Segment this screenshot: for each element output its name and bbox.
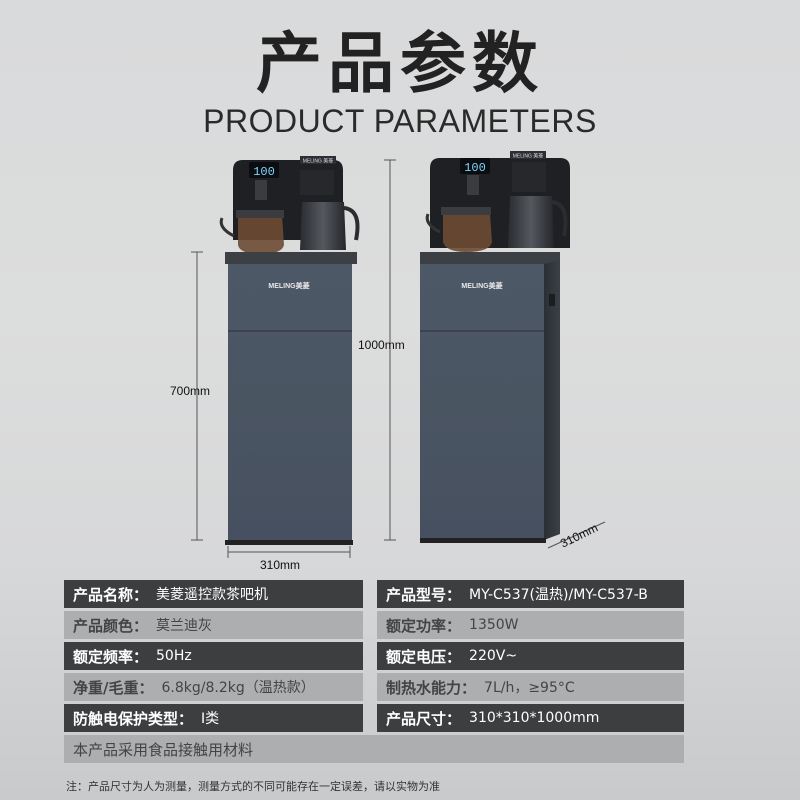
body-logo-right: MELING美菱 xyxy=(461,281,502,290)
spec-cell: 额定功率： 1350W xyxy=(377,611,684,639)
spec-label: 产品颜色： xyxy=(73,616,149,635)
spec-value: 50Hz xyxy=(156,648,192,664)
spec-label: 产品名称： xyxy=(73,585,149,604)
machine-right: 100 MELING 美菱 MELING美菱 xyxy=(420,151,570,543)
spec-cell: 产品名称： 美菱遥控款茶吧机 xyxy=(64,580,364,608)
spec-cell: 产品型号： MY-C537(温热)/MY-C537-B xyxy=(377,580,684,608)
spec-cell: 净重/毛重： 6.8kg/8.2kg（温热款） xyxy=(64,673,364,701)
spec-row: 产品颜色： 莫兰迪灰 额定功率： 1350W xyxy=(64,611,684,639)
spec-row-material: 本产品采用食品接触用材料 xyxy=(64,735,684,763)
spec-value: 7L/h，≥95°C xyxy=(484,680,575,696)
page-title-cn: 产品参数 xyxy=(256,25,544,102)
spec-value: 6.8kg/8.2kg（温热款） xyxy=(161,680,315,696)
material-note: 本产品采用食品接触用材料 xyxy=(73,740,254,759)
machine-left: 100 MELING 美菱 MELING美菱 xyxy=(219,156,360,545)
product-illustration: 100 MELING 美菱 MELING美菱 xyxy=(0,150,800,572)
spec-label: 额定功率： xyxy=(386,616,462,635)
spec-row: 额定频率： 50Hz 额定电压： 220V~ xyxy=(64,642,684,670)
spec-cell: 产品尺寸： 310*310*1000mm xyxy=(377,704,684,732)
spec-row: 防触电保护类型： I类 产品尺寸： 310*310*1000mm xyxy=(64,704,684,732)
dimension-lines-right xyxy=(384,159,606,549)
spec-label: 产品型号： xyxy=(386,585,462,604)
spec-cell: 防触电保护类型： I类 xyxy=(64,704,364,732)
spec-value: 310*310*1000mm xyxy=(469,710,600,726)
spec-cell: 本产品采用食品接触用材料 xyxy=(64,735,684,763)
spec-cell: 制热水能力： 7L/h，≥95°C xyxy=(377,673,684,701)
svg-text:MELING 美菱: MELING 美菱 xyxy=(303,158,334,165)
spec-label: 额定频率： xyxy=(73,647,149,666)
display-left-readout: 100 xyxy=(253,165,275,179)
footnote: 注：产品尺寸为人为测量，测量方式的不同可能存在一定误差，请以实物为准 xyxy=(66,780,440,793)
dimension-width-left: 310mm xyxy=(260,558,301,572)
product-drawing: 100 MELING 美菱 MELING美菱 xyxy=(191,151,606,558)
dimension-height-right: 1000mm xyxy=(358,338,405,352)
spec-label: 额定电压： xyxy=(386,647,462,666)
spec-value: 美菱遥控款茶吧机 xyxy=(156,587,269,603)
dimension-height-left: 700mm xyxy=(170,384,211,398)
spec-value: 1350W xyxy=(469,617,519,633)
spec-value: 莫兰迪灰 xyxy=(156,618,213,634)
spec-row: 产品名称： 美菱遥控款茶吧机 产品型号： MY-C537(温热)/MY-C537… xyxy=(64,580,684,608)
spec-cell: 额定频率： 50Hz xyxy=(64,642,364,670)
spec-cell: 产品颜色： 莫兰迪灰 xyxy=(64,611,364,639)
dimension-lines-left xyxy=(191,251,351,558)
spec-label: 制热水能力： xyxy=(386,678,477,697)
spec-value: I类 xyxy=(201,711,220,727)
spec-value: 220V~ xyxy=(469,648,518,664)
spec-label: 产品尺寸： xyxy=(386,709,462,728)
display-right-readout: 100 xyxy=(464,161,486,175)
spec-table: 产品名称： 美菱遥控款茶吧机 产品型号： MY-C537(温热)/MY-C537… xyxy=(64,580,684,766)
spec-row: 净重/毛重： 6.8kg/8.2kg（温热款） 制热水能力： 7L/h，≥95°… xyxy=(64,673,684,701)
body-logo-left: MELING美菱 xyxy=(268,281,309,290)
spec-label: 防触电保护类型： xyxy=(73,709,194,728)
page-title-en: PRODUCT PARAMETERS xyxy=(203,103,597,139)
svg-text:MELING 美菱: MELING 美菱 xyxy=(513,153,544,160)
spec-cell: 额定电压： 220V~ xyxy=(377,642,684,670)
spec-label: 净重/毛重： xyxy=(73,678,154,697)
spec-value: MY-C537(温热)/MY-C537-B xyxy=(469,587,648,603)
